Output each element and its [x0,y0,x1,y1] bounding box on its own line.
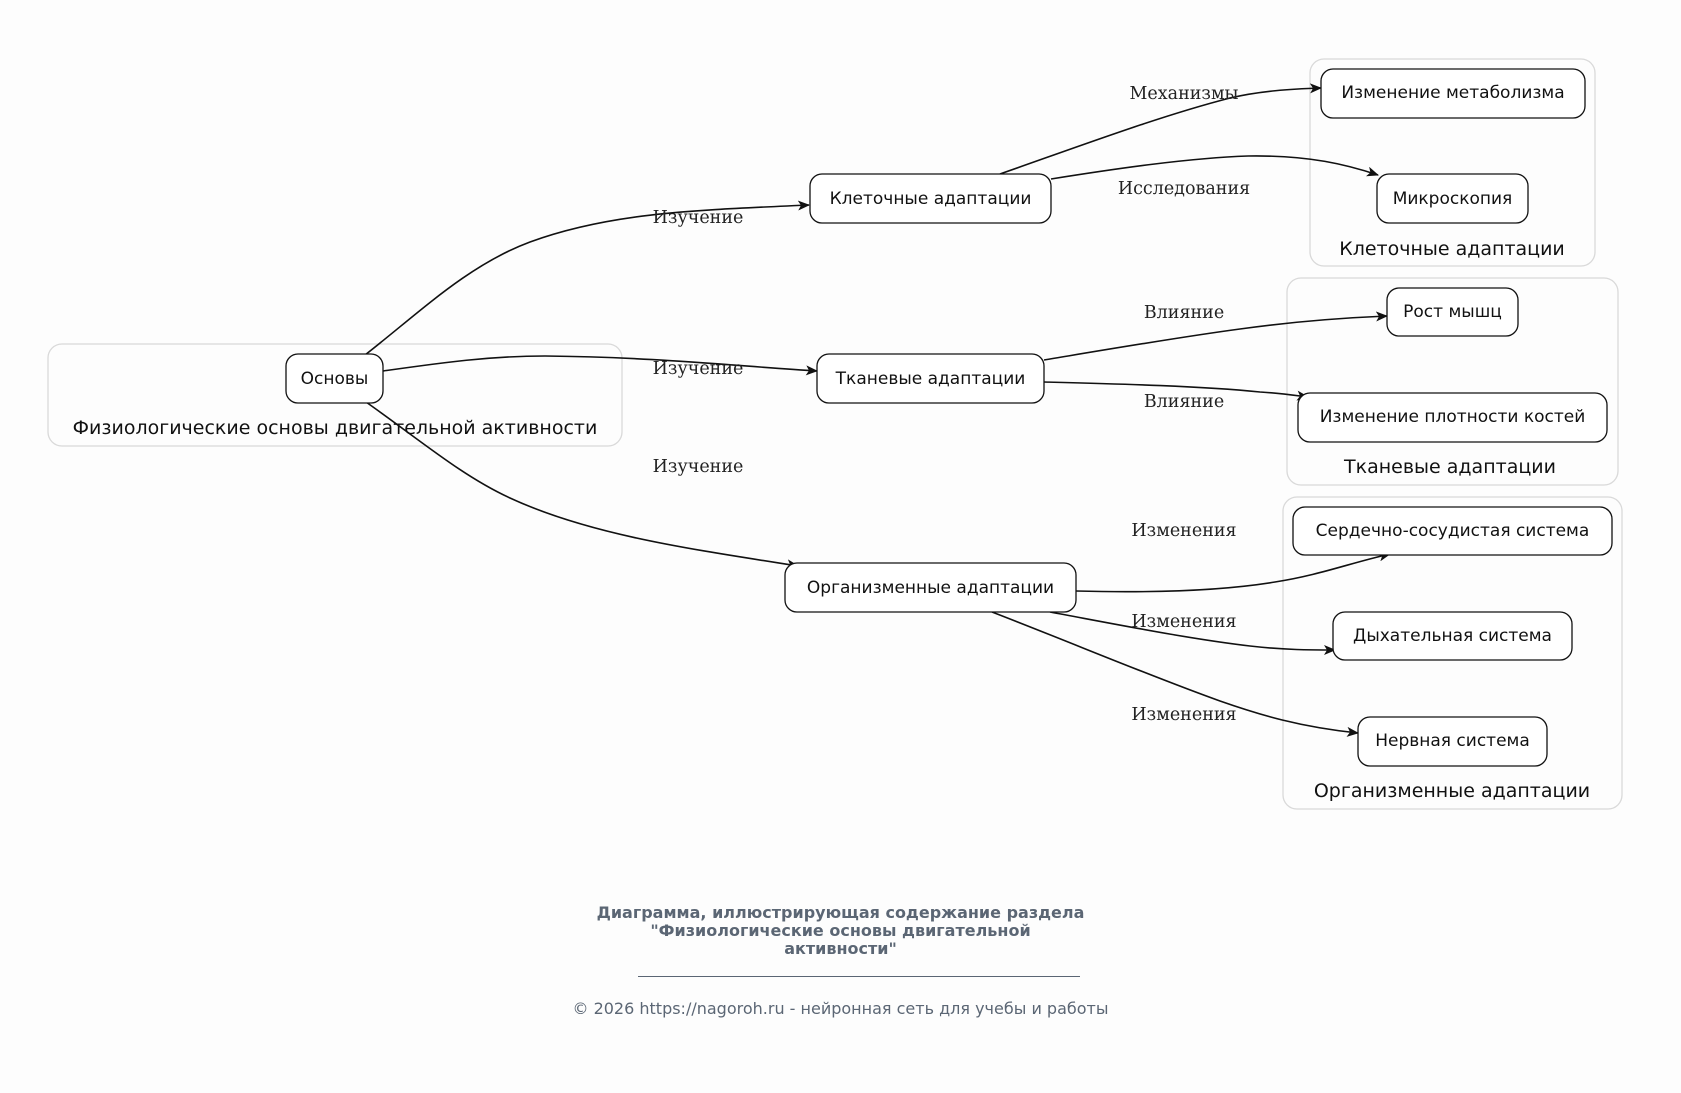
edge-label-cellular-microscopy: Исследования [1118,179,1250,199]
node-tissue[interactable]: Тканевые адаптации [816,353,1045,404]
cluster-tissue-label: Тканевые адаптации [1343,456,1556,478]
node-organism-label: Организменные адаптации [807,578,1054,598]
node-cardio-label: Сердечно-сосудистая система [1316,521,1590,541]
edge-label-organism-cardio: Изменения [1131,521,1236,541]
cluster-cellular: Клеточные адаптации [1309,58,1596,267]
node-cardio[interactable]: Сердечно-сосудистая система [1292,506,1613,556]
node-respiratory[interactable]: Дыхательная система [1332,611,1573,661]
edge-cellular-microscopy: Исследования [1050,155,1379,199]
cluster-cellular-label: Клеточные адаптации [1339,238,1565,260]
edge-label-organism-nervous: Изменения [1131,705,1236,725]
node-bone-label: Изменение плотности костей [1320,407,1586,427]
node-muscle[interactable]: Рост мышц [1386,287,1519,337]
edge-organism-cardio: Изменения [1075,521,1391,593]
cluster-root-label: Физиологические основы двигательной акти… [73,417,598,439]
node-nervous[interactable]: Нервная система [1357,716,1548,767]
edge-label-cellular-metabolism: Механизмы [1130,84,1239,104]
edge-organism-nervous: Изменения [991,611,1359,737]
edge-root-cellular: Изучение [364,200,810,356]
edge-tissue-bone: Влияние [1043,381,1309,412]
diagram-caption: Диаграмма, иллюстрирующая содержание раз… [0,904,1681,958]
node-muscle-label: Рост мышц [1403,302,1502,322]
edge-cellular-metabolism: Механизмы [999,83,1322,175]
node-organism[interactable]: Организменные адаптации [784,562,1077,613]
cluster-root: Физиологические основы двигательной акти… [47,343,623,447]
cluster-organism-label: Организменные адаптации [1314,780,1590,802]
caption-divider [638,976,1080,977]
node-bone[interactable]: Изменение плотности костей [1297,392,1608,443]
copyright-text: © 2026 https://nagoroh.ru - нейронная се… [572,999,1109,1018]
node-nervous-label: Нервная система [1375,731,1530,751]
edge-label-organism-respiratory: Изменения [1131,612,1236,632]
caption-line: "Физиологические основы двигательной [650,921,1031,940]
edge-organism-respiratory: Изменения [1049,611,1336,655]
node-metabolism[interactable]: Изменение метаболизма [1320,68,1586,119]
node-microscopy[interactable]: Микроскопия [1376,173,1529,224]
node-respiratory-label: Дыхательная система [1353,626,1552,646]
node-tissue-label: Тканевые адаптации [835,369,1026,389]
node-root[interactable]: Основы [285,353,384,404]
cluster-organism: Организменные адаптации [1282,496,1623,810]
edge-tissue-muscle: Влияние [1043,303,1388,361]
node-root-label: Основы [301,369,369,389]
edge-label-tissue-bone: Влияние [1144,392,1224,412]
edge-root-tissue: Изучение [382,355,818,379]
node-microscopy-label: Микроскопия [1393,189,1513,209]
node-metabolism-label: Изменение метаболизма [1341,83,1564,103]
cluster-tissue: Тканевые адаптации [1286,277,1619,486]
edge-label-root-organism: Изучение [653,457,744,477]
node-cellular-label: Клеточные адаптации [830,189,1032,209]
caption-line: активности" [784,939,897,958]
edge-label-root-cellular: Изучение [653,208,744,228]
caption-line: Диаграмма, иллюстрирующая содержание раз… [596,903,1085,922]
edge-root-organism: Изучение [365,401,799,570]
edge-label-tissue-muscle: Влияние [1144,303,1224,323]
node-cellular[interactable]: Клеточные адаптации [809,173,1052,224]
edge-label-root-tissue: Изучение [653,359,744,379]
